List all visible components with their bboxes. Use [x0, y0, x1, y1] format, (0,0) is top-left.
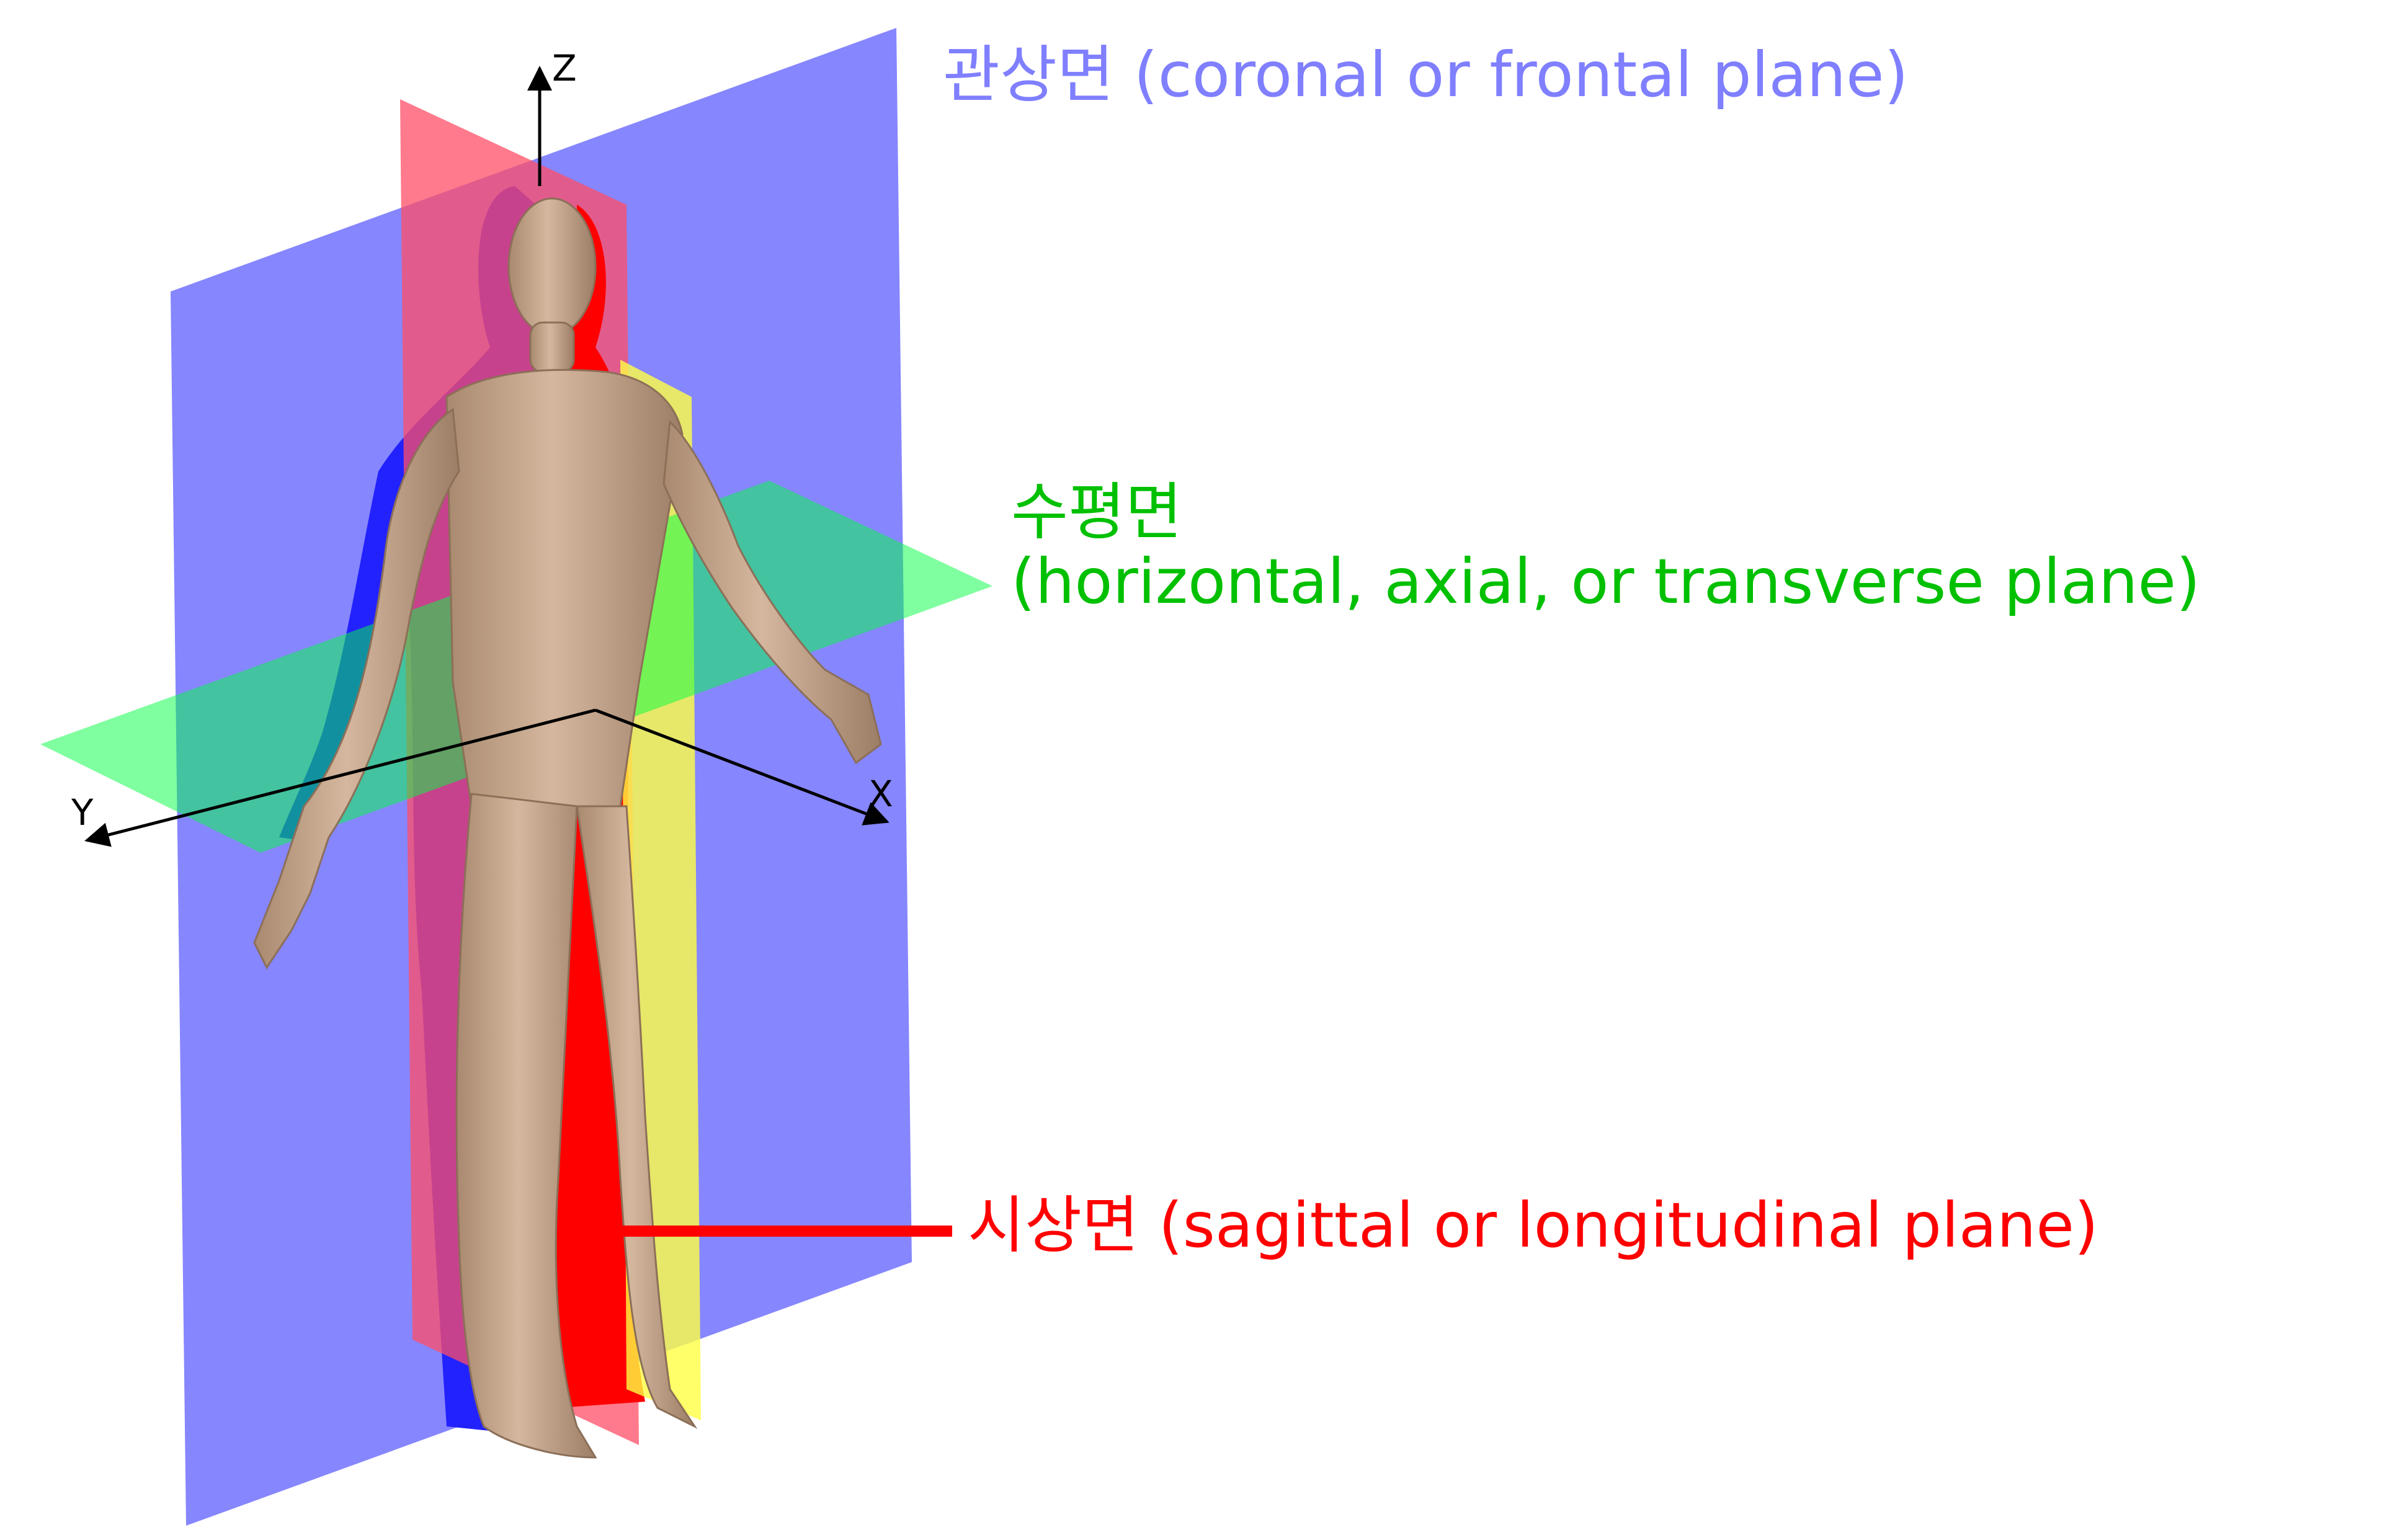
human-figure	[253, 197, 882, 1459]
horizontal-plane-label-english: (horizontal, axial, or transverse plane)	[1011, 545, 2201, 618]
horizontal-plane-label: 수평면 (horizontal, axial, or transverse pl…	[1011, 478, 2200, 616]
sagittal-plane-label: 시상면 (sagittal or longitudinal plane)	[968, 1189, 2098, 1261]
y-axis-label: Y	[71, 791, 94, 834]
coordinate-axes	[84, 66, 890, 847]
y-axis	[84, 708, 596, 847]
horizontal-plane-label-korean: 수평면	[1011, 476, 1182, 548]
x-axis-label: X	[868, 773, 893, 815]
x-axis	[595, 708, 890, 825]
z-axis-label: Z	[552, 47, 577, 89]
coronal-plane-label: 관상면 (coronal or frontal plane)	[943, 38, 1909, 111]
